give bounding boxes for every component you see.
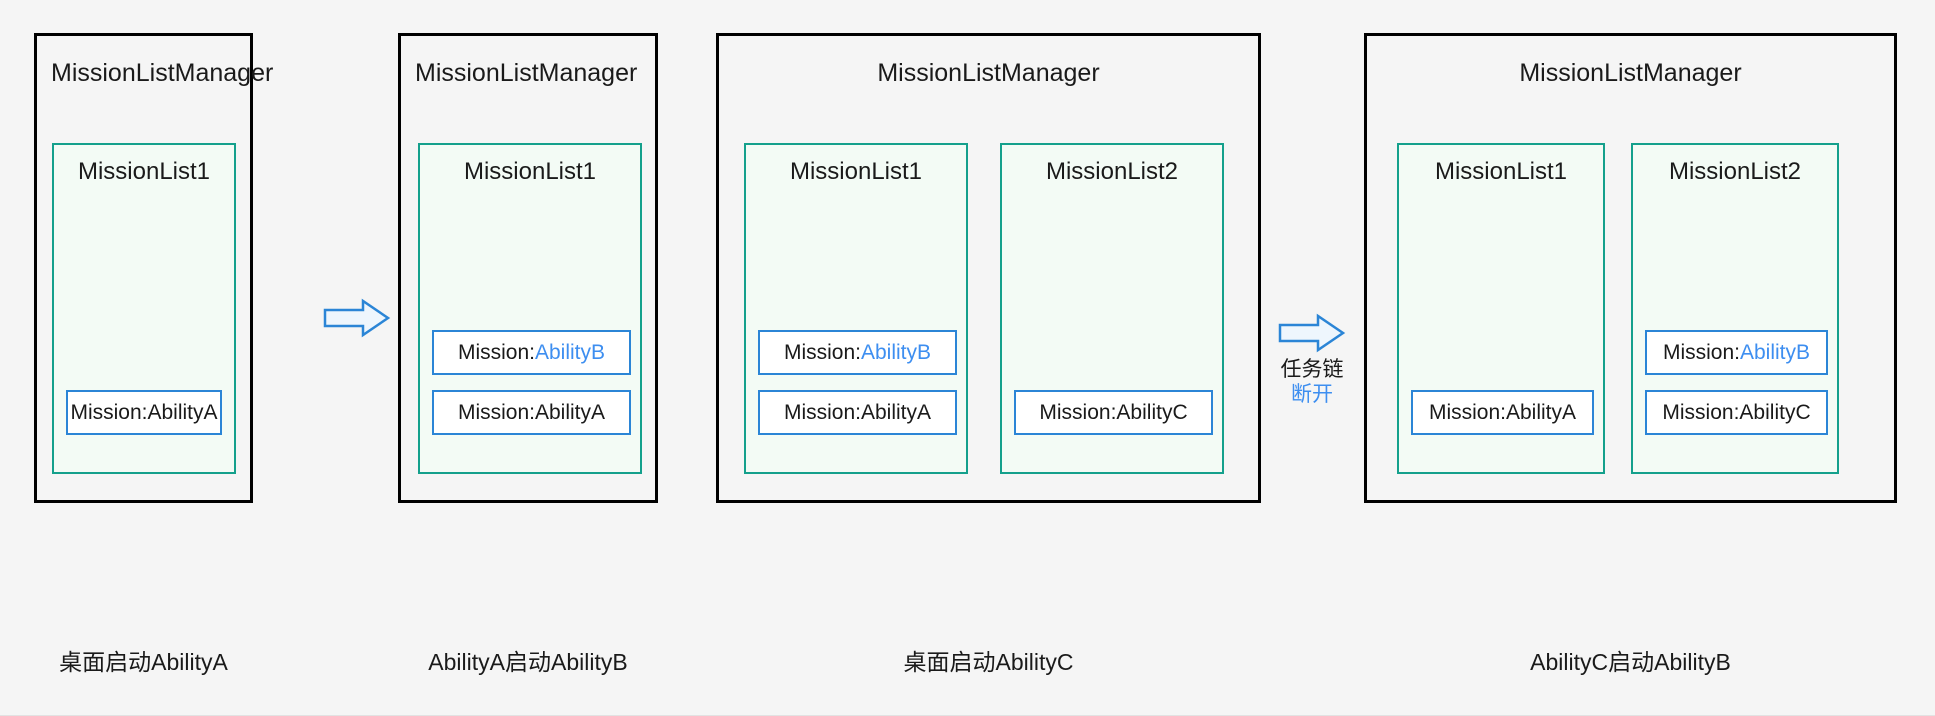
mission-name: AbilityB <box>861 340 932 364</box>
mission-list-title: MissionList1 <box>1434 158 1568 185</box>
arrow-label-line1: 任务链 <box>1280 358 1344 381</box>
mission-name: AbilityC <box>1116 400 1188 424</box>
mission-chip-abilitya[interactable]: Mission:AbilityA <box>432 390 631 435</box>
panel-title: MissionListManager <box>415 59 638 87</box>
mission-chip-abilitya[interactable]: Mission:AbilityA <box>66 390 222 435</box>
mission-list-title: MissionList1 <box>77 158 211 185</box>
arrow-label: 任务链 断开 <box>1278 357 1346 407</box>
mission-list-title: MissionList1 <box>463 158 597 185</box>
mission-prefix: Mission: <box>457 340 535 364</box>
mission-chip-abilityc[interactable]: Mission:AbilityC <box>1014 390 1213 435</box>
panel-title: MissionListManager <box>1519 59 1742 87</box>
mission-list-2: MissionList2 Mission:AbilityC <box>1000 143 1224 474</box>
right-arrow-icon <box>1278 313 1346 353</box>
mission-list-1: MissionList1 Mission:AbilityB Mission:Ab… <box>744 143 968 474</box>
right-arrow-icon <box>323 298 391 338</box>
mission-name: AbilityA <box>861 400 932 424</box>
mission-chip-abilityb[interactable]: Mission:AbilityB <box>758 330 957 375</box>
mission-list-2: MissionList2 Mission:AbilityB Mission:Ab… <box>1631 143 1839 474</box>
panel-caption-4: AbilityC启动AbilityB <box>1530 649 1731 675</box>
mission-name: AbilityA <box>147 400 218 424</box>
mission-list-title: MissionList1 <box>789 158 923 185</box>
panel-caption-3: 桌面启动AbilityC <box>903 649 1074 675</box>
mission-name: AbilityB <box>535 340 606 364</box>
mission-chip-abilityb[interactable]: Mission:AbilityB <box>432 330 631 375</box>
mission-chip-abilitya[interactable]: Mission:AbilityA <box>758 390 957 435</box>
mission-prefix: Mission: <box>783 400 861 424</box>
mission-prefix: Mission: <box>1662 400 1740 424</box>
mission-prefix: Mission: <box>1428 400 1506 424</box>
panel-caption-2: AbilityA启动AbilityB <box>428 649 628 675</box>
arrow-label-line2: 断开 <box>1291 383 1333 406</box>
mission-prefix: Mission: <box>1662 340 1740 364</box>
transition-arrow-2: 任务链 断开 <box>1278 313 1346 407</box>
mission-list-manager-panel-2: MissionListManager MissionList1 Mission:… <box>398 33 658 503</box>
mission-list-1: MissionList1 Mission:AbilityB Mission:Ab… <box>418 143 642 474</box>
mission-chip-abilityc[interactable]: Mission:AbilityC <box>1645 390 1828 435</box>
mission-list-title: MissionList2 <box>1045 158 1179 185</box>
mission-list-1: MissionList1 Mission:AbilityA <box>1397 143 1605 474</box>
mission-prefix: Mission: <box>70 400 148 424</box>
mission-prefix: Mission: <box>1039 400 1117 424</box>
mission-list-manager-panel-3: MissionListManager MissionList1 Mission:… <box>716 33 1261 503</box>
mission-name: AbilityB <box>1740 340 1811 364</box>
mission-prefix: Mission: <box>783 340 861 364</box>
panel-title: MissionListManager <box>877 59 1100 87</box>
mission-list-title: MissionList2 <box>1668 158 1802 185</box>
transition-arrow-1 <box>323 298 391 338</box>
mission-chip-abilitya[interactable]: Mission:AbilityA <box>1411 390 1594 435</box>
mission-chip-abilityb[interactable]: Mission:AbilityB <box>1645 330 1828 375</box>
mission-list-manager-panel-1: MissionListManager MissionList1 Mission:… <box>34 33 273 503</box>
panel-caption-1: 桌面启动AbilityA <box>59 649 228 675</box>
panel-title: MissionListManager <box>51 59 274 87</box>
mission-list-manager-panel-4: MissionListManager MissionList1 Mission:… <box>1364 33 1897 503</box>
mission-name: AbilityC <box>1739 400 1811 424</box>
mission-name: AbilityA <box>1506 400 1577 424</box>
mission-name: AbilityA <box>535 400 606 424</box>
mission-list-1: MissionList1 Mission:AbilityA <box>52 143 236 474</box>
mission-prefix: Mission: <box>457 400 535 424</box>
